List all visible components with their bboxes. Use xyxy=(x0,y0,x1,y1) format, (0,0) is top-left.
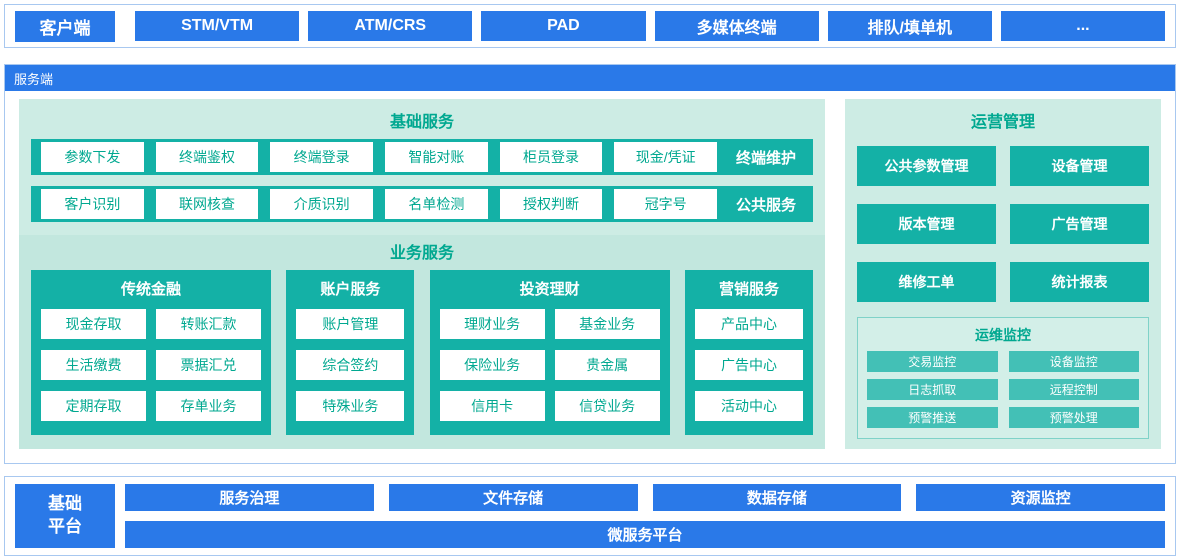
monitoring-item: 预警推送 xyxy=(867,407,998,428)
client-item-atm-crs: ATM/CRS xyxy=(308,11,473,41)
platform-body: 服务治理 文件存储 数据存储 资源监控 微服务平台 xyxy=(125,484,1165,548)
business-item: 现金存取 xyxy=(41,309,146,339)
basic-service-item: 参数下发 xyxy=(41,142,144,172)
monitoring-item: 预警处理 xyxy=(1008,407,1139,428)
business-item: 账户管理 xyxy=(296,309,405,339)
operations-panel: 运营管理 公共参数管理 设备管理 版本管理 广告管理 维修工单 统计报表 运维监… xyxy=(845,99,1161,449)
server-body: 基础服务 参数下发 终端鉴权 终端登录 智能对账 柜员登录 现金/凭证 终端维护… xyxy=(5,91,1175,463)
business-item: 转账汇款 xyxy=(156,309,261,339)
basic-service-item: 终端鉴权 xyxy=(155,142,259,172)
client-item-more: ... xyxy=(1000,11,1166,41)
monitoring-item: 日志抓取 xyxy=(867,379,998,400)
monitoring-item: 设备监控 xyxy=(1008,351,1139,372)
group-title: 投资理财 xyxy=(519,281,580,298)
platform-layer-panel: 基础平台 服务治理 文件存储 数据存储 资源监控 微服务平台 xyxy=(4,476,1176,556)
monitoring-grid: 交易监控 设备监控 日志抓取 远程控制 预警推送 预警处理 xyxy=(867,351,1139,428)
basic-services-title: 基础服务 xyxy=(389,114,454,131)
platform-item-data-storage: 数据存储 xyxy=(652,484,902,511)
operations-title: 运营管理 xyxy=(970,114,1035,131)
business-item: 定期存取 xyxy=(41,391,146,421)
business-item: 产品中心 xyxy=(694,309,803,339)
group-grid: 产品中心 广告中心 活动中心 xyxy=(694,309,803,421)
business-item: 基金业务 xyxy=(554,309,660,339)
monitoring-title: 运维监控 xyxy=(975,327,1031,343)
basic-service-item: 介质识别 xyxy=(270,189,374,219)
platform-layer-label: 基础平台 xyxy=(15,484,115,548)
server-layer-label: 服务端 xyxy=(5,65,1175,91)
monitoring-item: 交易监控 xyxy=(867,351,998,372)
operations-item: 版本管理 xyxy=(857,204,996,244)
group-traditional-finance: 传统金融 现金存取 转账汇款 生活缴费 票据汇兑 定期存取 存单业务 xyxy=(31,270,271,435)
business-item: 信贷业务 xyxy=(554,391,660,421)
client-item-stm-vtm: STM/VTM xyxy=(135,11,300,41)
business-services-title: 业务服务 xyxy=(389,245,454,262)
operations-item: 维修工单 xyxy=(857,262,996,302)
business-item: 活动中心 xyxy=(694,391,803,421)
group-marketing-services: 营销服务 产品中心 广告中心 活动中心 xyxy=(684,270,813,435)
client-items-row: STM/VTM ATM/CRS PAD 多媒体终端 排队/填单机 ... xyxy=(135,11,1166,41)
operations-item: 统计报表 xyxy=(1010,262,1149,302)
business-item: 理财业务 xyxy=(439,309,545,339)
business-item: 综合签约 xyxy=(296,350,405,380)
group-title: 传统金融 xyxy=(120,281,181,298)
operations-item: 设备管理 xyxy=(1010,146,1149,186)
basic-service-item: 现金/凭证 xyxy=(614,142,718,172)
platform-item-resource-monitoring: 资源监控 xyxy=(916,484,1165,511)
platform-item-service-governance: 服务治理 xyxy=(125,484,374,511)
monitoring-item: 远程控制 xyxy=(1008,379,1139,400)
group-grid: 账户管理 综合签约 特殊业务 xyxy=(296,309,405,421)
business-item: 存单业务 xyxy=(156,391,261,421)
business-groups-row: 传统金融 现金存取 转账汇款 生活缴费 票据汇兑 定期存取 存单业务 xyxy=(31,270,813,435)
services-panel: 基础服务 参数下发 终端鉴权 终端登录 智能对账 柜员登录 现金/凭证 终端维护… xyxy=(19,99,825,449)
business-item: 票据汇兑 xyxy=(156,350,261,380)
operations-item: 广告管理 xyxy=(1010,204,1149,244)
client-item-queue-form-machine: 排队/填单机 xyxy=(827,11,992,41)
business-item: 特殊业务 xyxy=(296,391,405,421)
group-account-services: 账户服务 账户管理 综合签约 特殊业务 xyxy=(286,270,415,435)
basic-service-item: 授权判断 xyxy=(499,189,603,219)
group-title: 营销服务 xyxy=(718,281,779,298)
basic-service-item: 柜员登录 xyxy=(499,142,603,172)
business-item: 贵金属 xyxy=(554,350,660,380)
server-layer-panel: 服务端 基础服务 参数下发 终端鉴权 终端登录 智能对账 柜员登录 现金/凭证 … xyxy=(4,64,1176,464)
platform-items-row: 服务治理 文件存储 数据存储 资源监控 xyxy=(125,484,1165,511)
basic-service-item: 终端登录 xyxy=(270,142,374,172)
microservice-platform-bar: 微服务平台 xyxy=(125,521,1165,548)
public-service-band: 客户识别 联网核查 介质识别 名单检测 授权判断 冠字号 公共服务 xyxy=(31,186,813,222)
group-title: 账户服务 xyxy=(320,281,381,298)
terminal-maintenance-band: 参数下发 终端鉴权 终端登录 智能对账 柜员登录 现金/凭证 终端维护 xyxy=(31,139,813,175)
basic-service-item: 联网核查 xyxy=(155,189,259,219)
business-item: 信用卡 xyxy=(439,391,545,421)
basic-service-item: 客户识别 xyxy=(41,189,144,219)
band-label-terminal-maintenance: 终端维护 xyxy=(736,149,797,167)
business-item: 保险业务 xyxy=(439,350,545,380)
basic-service-item: 名单检测 xyxy=(385,189,488,219)
band-label-public-service: 公共服务 xyxy=(736,196,797,214)
group-grid: 理财业务 基金业务 保险业务 贵金属 信用卡 信贷业务 xyxy=(439,309,660,421)
client-item-multimedia-terminal: 多媒体终端 xyxy=(654,11,819,41)
monitoring-panel: 运维监控 交易监控 设备监控 日志抓取 远程控制 预警推送 预警处理 xyxy=(857,317,1149,439)
business-services-panel: 业务服务 传统金融 现金存取 转账汇款 生活缴费 票据汇兑 定期存取 存单业务 xyxy=(19,235,825,449)
operations-grid: 公共参数管理 设备管理 版本管理 广告管理 维修工单 统计报表 xyxy=(857,146,1149,302)
client-layer-panel: 客户端 STM/VTM ATM/CRS PAD 多媒体终端 排队/填单机 ... xyxy=(4,4,1176,48)
operations-item: 公共参数管理 xyxy=(857,146,996,186)
business-item: 广告中心 xyxy=(694,350,803,380)
platform-layer-label-text: 基础平台 xyxy=(48,494,82,536)
group-investment-finance: 投资理财 理财业务 基金业务 保险业务 贵金属 信用卡 信贷业务 xyxy=(429,270,670,435)
platform-item-file-storage: 文件存储 xyxy=(388,484,638,511)
basic-service-item: 冠字号 xyxy=(614,189,718,219)
client-layer-label: 客户端 xyxy=(15,10,115,42)
group-grid: 现金存取 转账汇款 生活缴费 票据汇兑 定期存取 存单业务 xyxy=(41,309,261,421)
basic-service-item: 智能对账 xyxy=(385,142,488,172)
client-item-pad: PAD xyxy=(481,11,646,41)
business-item: 生活缴费 xyxy=(41,350,146,380)
